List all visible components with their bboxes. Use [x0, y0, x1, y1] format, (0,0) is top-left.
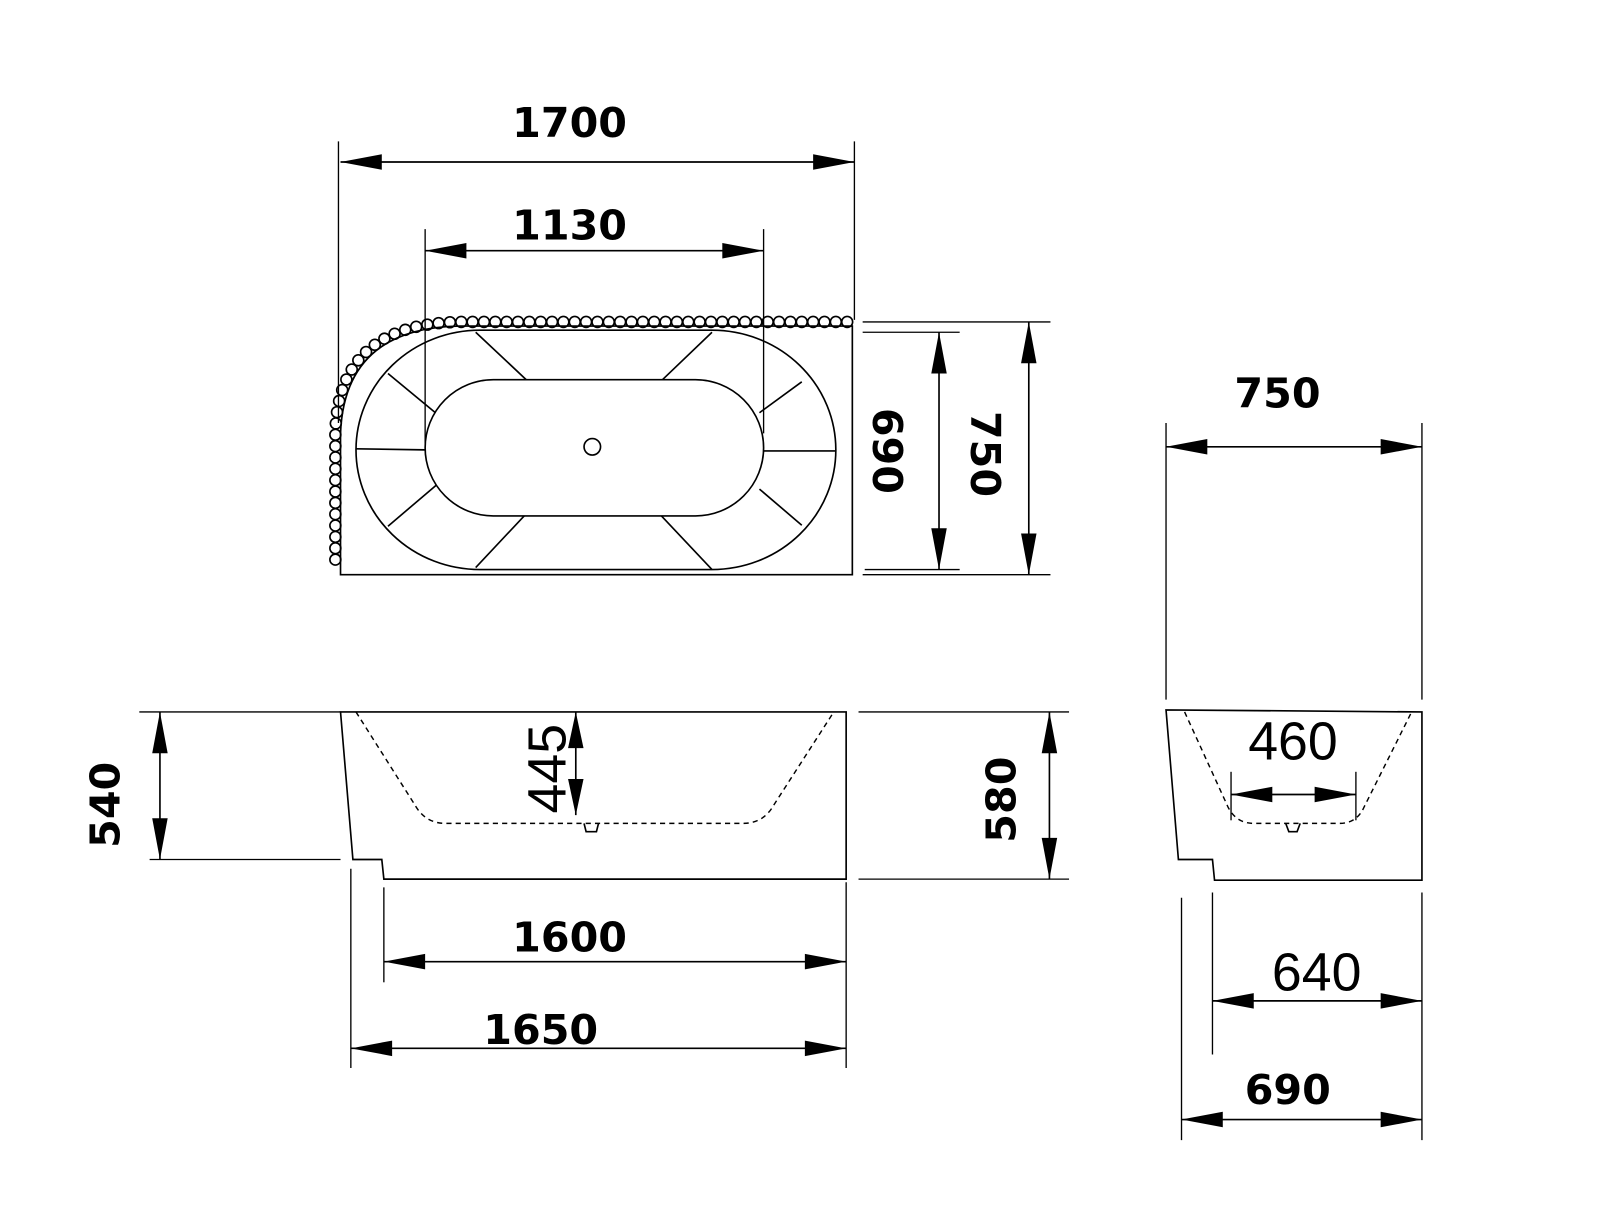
arrowhead	[804, 953, 847, 970]
dim-label-inner-width: 690	[863, 408, 911, 494]
arrowhead	[152, 711, 168, 754]
arrowhead	[813, 154, 855, 170]
top-view: 1700 1130 690 750	[329, 99, 1051, 576]
scallop-bead	[359, 345, 373, 359]
dim-label-bottom-length: 1650	[483, 1006, 598, 1054]
scallop-bead	[345, 363, 359, 376]
decorative-scallop-edge	[329, 315, 854, 566]
scallop-bead	[329, 439, 342, 453]
scallop-bead	[329, 428, 342, 442]
arrowhead	[340, 154, 382, 170]
arrowhead	[1181, 1111, 1223, 1128]
dim-label-basin-length: 1130	[512, 201, 627, 249]
scallop-bead	[329, 451, 342, 464]
scallop-bead	[388, 327, 401, 341]
tub-rim	[355, 329, 837, 571]
dim-label-height-left: 540	[82, 762, 130, 848]
arrowhead	[1021, 321, 1037, 364]
scallop-bead	[329, 417, 343, 430]
rim-panel-lines	[355, 331, 836, 571]
arrowhead	[383, 953, 426, 970]
arrowhead	[1021, 533, 1037, 575]
drain-notch	[583, 823, 600, 833]
drain-icon	[583, 437, 602, 456]
arrowhead	[1231, 786, 1273, 803]
arrowhead	[568, 779, 584, 816]
scallop-bead	[329, 530, 342, 544]
arrowhead	[1380, 439, 1422, 455]
arrowhead	[1380, 993, 1422, 1009]
arrowhead	[1314, 786, 1356, 803]
front-view: 540 445 580 1600 1650	[82, 711, 1070, 1068]
dim-label-side-bottom-width: 690	[1245, 1066, 1331, 1114]
rim-line	[758, 488, 803, 526]
arrowhead	[1041, 711, 1058, 754]
arrowhead	[350, 1040, 393, 1057]
rim-line	[387, 484, 438, 527]
arrowhead	[568, 711, 584, 749]
basin-hidden-line	[355, 711, 835, 825]
basin-hidden-line	[1183, 711, 1413, 825]
arrowhead	[1212, 993, 1254, 1009]
scallop-bead	[329, 507, 342, 521]
dim-label-overall-length: 1700	[512, 99, 627, 147]
arrowhead	[931, 332, 947, 374]
arrowhead	[722, 242, 764, 259]
dim-label-side-overall-width: 750	[1234, 370, 1320, 418]
dim-label-height-right: 580	[977, 757, 1025, 843]
dim-label-base-length: 1600	[512, 913, 627, 961]
rim-line	[475, 331, 527, 381]
tub-side-outline	[1165, 709, 1423, 881]
rim-line	[758, 381, 803, 414]
scallop-bead	[329, 485, 342, 498]
scallop-bead	[368, 338, 382, 352]
arrowhead	[425, 242, 467, 259]
rim-line	[475, 515, 525, 569]
arrowhead	[1041, 837, 1058, 880]
arrowhead	[804, 1040, 847, 1057]
tub-front-outline	[339, 711, 847, 880]
arrowhead	[1380, 1111, 1422, 1128]
tub-basin	[424, 378, 765, 517]
scallop-bead	[340, 373, 353, 386]
rim-line	[660, 515, 713, 571]
scallop-bead	[329, 496, 342, 510]
dim-label-overall-width: 750	[961, 411, 1009, 497]
rim-line	[387, 372, 436, 414]
scallop-bead	[329, 462, 342, 476]
scallop-bead	[378, 332, 391, 346]
dim-label-side-base-width: 640	[1272, 943, 1362, 1003]
arrowhead	[1166, 439, 1208, 455]
arrowhead	[152, 818, 168, 860]
scallop-bead	[352, 353, 365, 367]
rim-line	[661, 331, 713, 381]
rim-line	[355, 448, 426, 451]
scallop-bead	[398, 323, 412, 337]
side-view: 750 460 640 690	[1165, 370, 1423, 1141]
drain-notch	[1284, 823, 1301, 833]
scallop-bead	[330, 405, 344, 419]
arrowhead	[931, 528, 947, 570]
dim-label-side-basin-width: 460	[1248, 711, 1338, 771]
dim-label-basin-depth: 445	[517, 724, 577, 813]
scallop-bead	[329, 519, 342, 532]
scallop-bead	[329, 553, 342, 566]
scallop-bead	[329, 541, 342, 555]
scallop-bead	[329, 473, 342, 487]
